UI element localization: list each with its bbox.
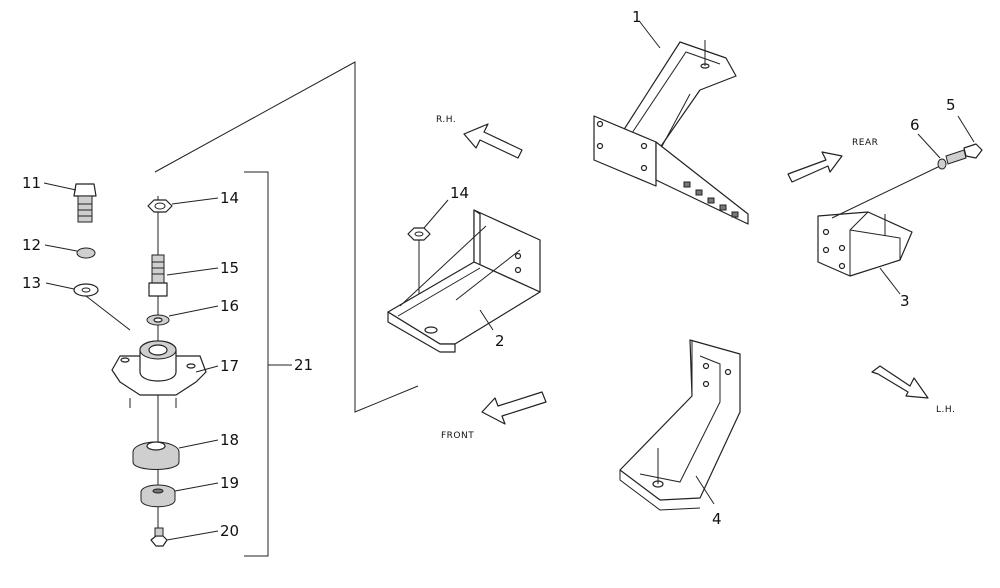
bolt-5 (945, 143, 983, 165)
part-number-1: 1 (632, 8, 642, 26)
part-number-2: 2 (495, 332, 505, 350)
routing-line (154, 61, 419, 413)
part-number-18: 18 (220, 431, 239, 449)
fastener-axis-line (831, 165, 941, 219)
bushing-19 (140, 484, 176, 508)
part-number-15: 15 (220, 259, 239, 277)
nut-14-right (407, 227, 431, 241)
rh-label: R.H. (436, 115, 456, 125)
part-number-19: 19 (220, 474, 239, 492)
frame-rail-1 (593, 40, 749, 225)
part-number-4: 4 (712, 510, 722, 528)
part-number-17: 17 (220, 357, 239, 375)
rear-direction-arrow (787, 151, 843, 183)
bolt-11 (73, 183, 97, 223)
bolt-20 (150, 527, 168, 547)
flange-housing-17 (111, 340, 207, 408)
washer-16 (146, 314, 170, 326)
washer-6 (937, 158, 947, 170)
lh-direction-arrow (871, 365, 929, 399)
part-number-14-stack: 14 (220, 189, 239, 207)
rubber-mount-18 (132, 441, 180, 470)
lock-washer-12 (76, 247, 96, 259)
corner-bracket-3 (817, 211, 913, 277)
part-number-13: 13 (22, 274, 41, 292)
gusset-bracket-4 (619, 339, 741, 511)
support-bracket-2 (387, 209, 541, 353)
part-number-5: 5 (946, 96, 956, 114)
part-number-11: 11 (22, 174, 41, 192)
group-bracket-21 (244, 171, 269, 557)
rh-direction-arrow (463, 123, 523, 159)
part-number-12: 12 (22, 236, 41, 254)
part-number-6: 6 (910, 116, 920, 134)
rear-label: REAR (852, 138, 878, 148)
front-direction-arrow (481, 391, 547, 425)
flat-washer-13 (73, 283, 99, 297)
stud-15 (148, 254, 168, 297)
part-number-16: 16 (220, 297, 239, 315)
part-number-3: 3 (900, 292, 910, 310)
front-label: FRONT (441, 431, 474, 441)
part-number-21: 21 (294, 356, 313, 374)
nut-14 (147, 199, 173, 213)
lh-label: L.H. (936, 405, 955, 415)
part-number-20: 20 (220, 522, 239, 540)
part-number-14-right: 14 (450, 184, 469, 202)
